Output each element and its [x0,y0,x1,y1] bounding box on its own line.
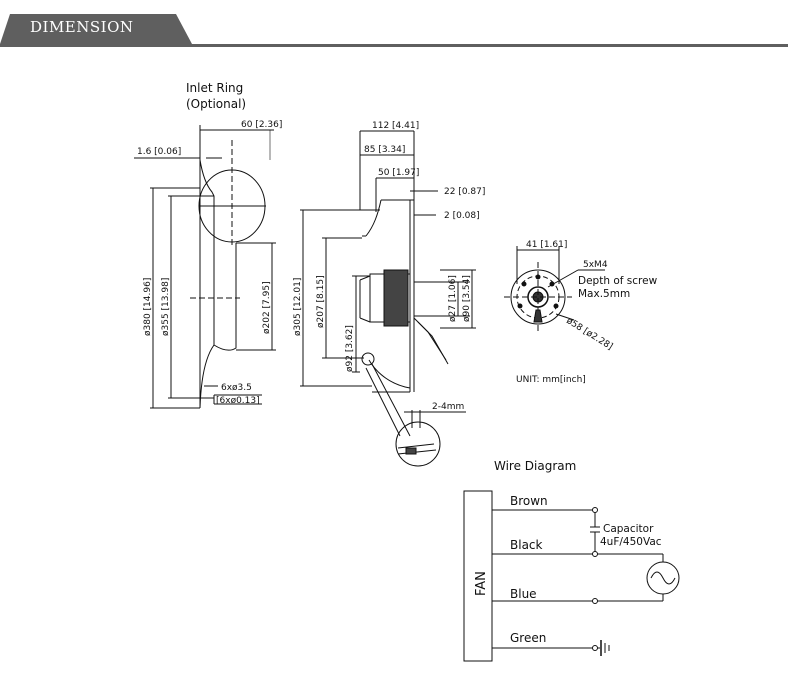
capacitor-label: Capacitor [603,523,654,535]
dim-overall-depth: 112 [4.41] [372,121,419,131]
header-tab-shape [0,14,192,44]
dim-inlet-throat-dia: ø202 [7.95] [262,281,272,334]
dim-motor-dia: ø92 [3.62] [345,325,355,372]
detail-gap: 2-4mm [432,402,464,412]
fan-label: FAN [474,571,489,596]
dim-inlet-pcd: ø355 [13.98] [161,278,171,336]
capacitor-rating: 4uF/450Vac [600,536,662,548]
dim-front-dia: ø58 [ø2.28] [564,316,614,352]
dim-plate-offset: 22 [0.87] [444,187,485,197]
section-title: DIMENSION [30,18,134,36]
inlet-holes-inch: [6xø0.13] [216,396,260,406]
wire-label-brown: Brown [510,494,548,508]
dim-flange-dia: ø90 [3.54] [462,275,472,322]
wire-label-blue: Blue [510,587,537,601]
screw-depth-value: Max.5mm [578,288,630,300]
fan-box [463,490,493,662]
dim-inlet-wall: 1.6 [0.06] [137,147,181,157]
dim-plate-thickness: 2 [0.08] [444,211,480,221]
dim-inlet-outer-dia: ø380 [14.96] [143,278,153,336]
fan-side-view-drawing [300,130,476,467]
screw-spec: 5xM4 [583,260,608,270]
wire-diagram [463,490,680,662]
section-header-bar [0,14,788,47]
dim-front-width: 41 [1.61] [526,240,567,250]
dim-shaft-dia: ø27 [1.06] [448,275,458,322]
wire-label-green: Green [510,631,546,645]
unit-label: UNIT: mm[inch] [516,375,586,385]
fan-front-view-drawing [504,246,605,332]
inlet-ring-drawing [134,125,276,409]
inlet-ring-title: Inlet Ring [186,81,243,95]
inlet-holes-metric: 6xø3.5 [221,383,252,393]
dim-plate-dia: ø305 [12.01] [293,278,303,336]
dim-impeller-dia: ø207 [8.15] [316,275,326,328]
header-rule [0,44,788,47]
dim-motor-depth: 50 [1.97] [378,168,419,178]
inlet-ring-subtitle: (Optional) [186,97,246,111]
dim-impeller-depth: 85 [3.34] [364,145,405,155]
screw-depth-label: Depth of screw [578,275,658,287]
dim-inlet-depth: 60 [2.36] [241,120,282,130]
wire-diagram-title: Wire Diagram [494,459,576,473]
wire-label-black: Black [510,538,543,552]
